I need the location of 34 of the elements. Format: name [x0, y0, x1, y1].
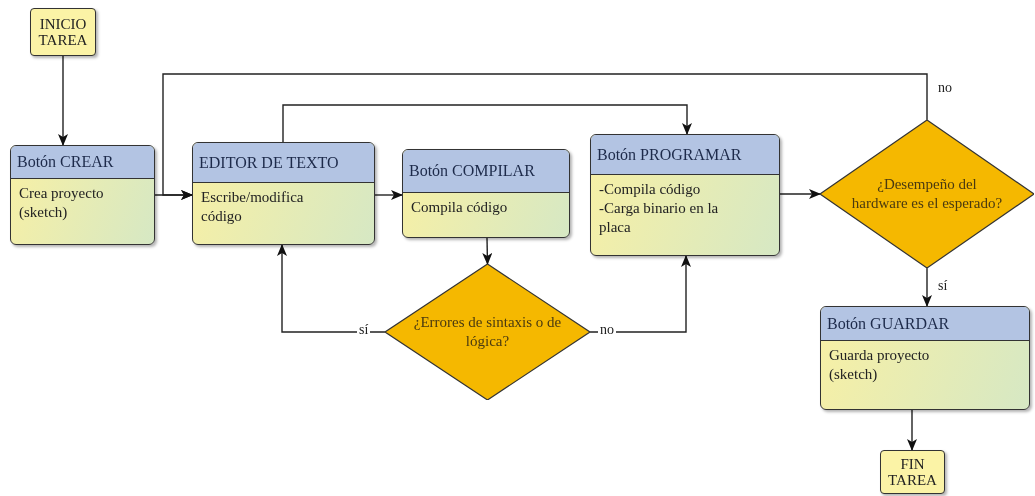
card-text: Guarda proyecto (sketch)	[829, 346, 931, 384]
process-card	[590, 134, 780, 256]
terminal-label: FIN TAREA	[887, 456, 938, 488]
card-header: Botón GUARDAR	[821, 307, 1029, 341]
card-text: Escribe/modifica código	[201, 188, 305, 226]
card-text: -Compila código	[599, 180, 702, 199]
arrow	[162, 73, 928, 200]
card-header: Botón COMPILAR	[403, 150, 569, 193]
card-header: Botón PROGRAMAR	[591, 135, 779, 175]
process-card	[820, 306, 1030, 410]
card-text: Crea proyecto (sketch)	[19, 184, 105, 222]
card-text: -Carga binario en la placa	[599, 199, 720, 237]
arrow	[922, 267, 932, 307]
arrow	[482, 237, 493, 265]
process-card	[10, 145, 155, 245]
arrow	[589, 255, 691, 333]
terminal-box	[30, 8, 96, 56]
process-card	[402, 149, 570, 238]
decision-diamond	[385, 264, 590, 400]
card-header: EDITOR DE TEXTO	[193, 143, 374, 183]
card-header: Botón CREAR	[11, 146, 154, 179]
decision-text: ¿Errores de sintaxis o de lógica?	[413, 313, 562, 351]
arrow	[58, 55, 68, 146]
arrow	[907, 409, 917, 451]
terminal-box	[880, 450, 945, 494]
arrow	[374, 190, 403, 200]
decision-diamond	[820, 120, 1034, 268]
terminal-label: INICIO TAREA	[37, 16, 89, 48]
arrow	[282, 104, 692, 143]
arrow	[779, 189, 821, 199]
process-card	[192, 142, 375, 245]
decision-text: ¿Desempeño del hardware es el esperado?	[850, 175, 1004, 213]
arrow	[277, 244, 386, 333]
card-text: Compila código	[411, 198, 509, 217]
